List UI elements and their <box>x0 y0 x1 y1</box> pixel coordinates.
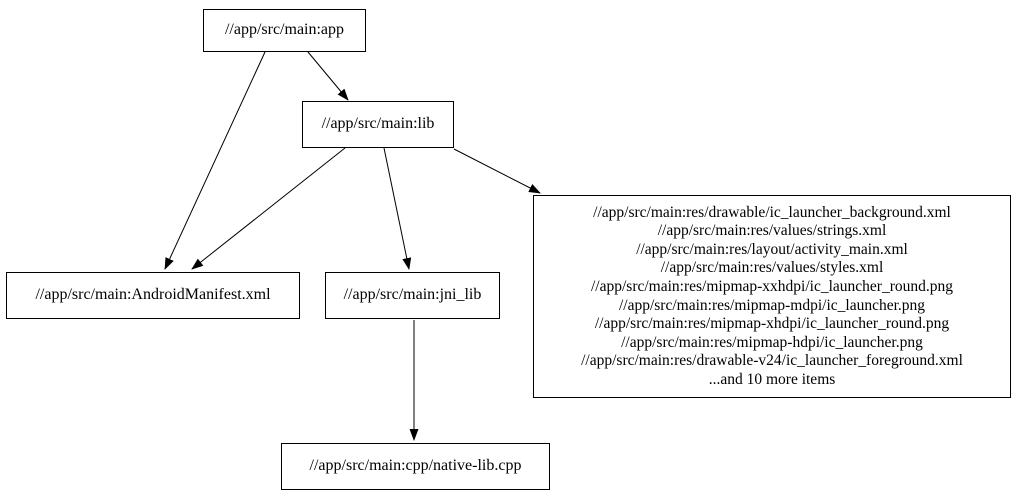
graph-node-native-cpp: //app/src/main:cpp/native-lib.cpp <box>281 443 550 490</box>
graph-node-lib: //app/src/main:lib <box>302 101 454 148</box>
graph-node-jni-lib: //app/src/main:jni_lib <box>325 272 500 319</box>
graph-node-android-manifest: //app/src/main:AndroidManifest.xml <box>6 272 300 319</box>
edge-lib-to-jni-lib <box>383 147 412 270</box>
edge-lib-to-manifest <box>191 147 346 270</box>
graph-node-app: //app/src/main:app <box>203 9 366 52</box>
edge-lib-to-res-group <box>453 148 541 194</box>
edge-app-to-lib <box>307 51 349 101</box>
edge-app-to-manifest <box>164 51 266 270</box>
graph-node-res-group: //app/src/main:res/drawable/ic_launcher_… <box>533 195 1011 398</box>
